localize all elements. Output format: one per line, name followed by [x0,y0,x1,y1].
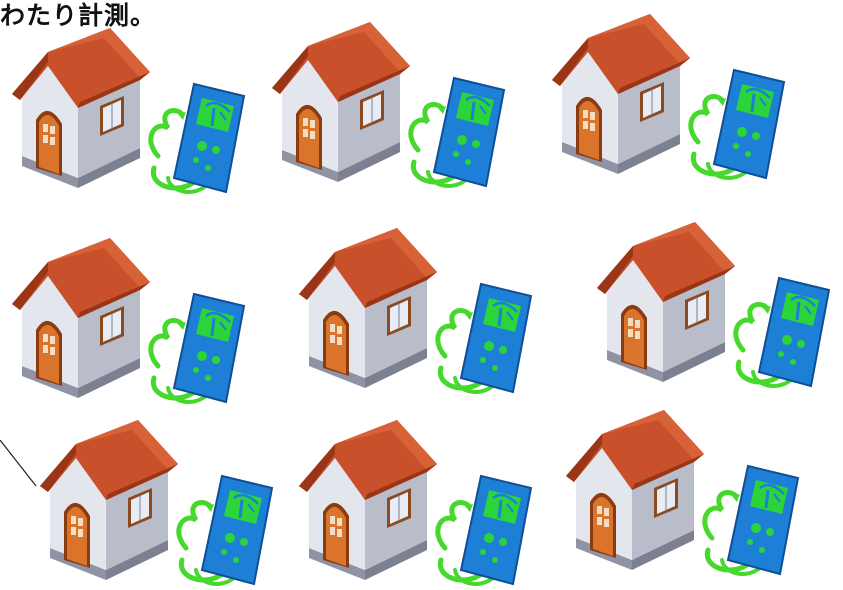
house-icon [40,420,178,580]
house-meter-1 [8,28,258,198]
house-meter-unit [8,238,258,408]
house-meter-unit [593,222,843,392]
house-icon [597,222,735,382]
house-meter-8 [295,420,545,590]
house-meter-7 [36,420,286,590]
house-icon [552,14,690,174]
house-meter-6 [593,222,843,392]
house-meter-unit [36,420,286,590]
house-meter-unit [8,28,258,198]
energy-meter-icon [411,78,504,186]
house-meter-unit [295,420,545,590]
house-meter-2 [268,22,518,192]
house-meter-unit [548,14,798,184]
energy-meter-icon [438,476,531,584]
house-meter-9 [562,410,812,580]
house-meter-3 [548,14,798,184]
energy-meter-icon [179,476,272,584]
house-icon [299,228,437,388]
house-icon [299,420,437,580]
energy-meter-icon [151,84,244,192]
energy-meter-icon [151,294,244,402]
house-meter-4 [8,238,258,408]
house-meter-unit [268,22,518,192]
house-meter-5 [295,228,545,398]
house-icon [566,410,704,570]
energy-meter-icon [691,70,784,178]
house-icon [12,28,150,188]
energy-meter-icon [736,278,829,386]
pointer-line [0,440,40,490]
house-icon [272,22,410,182]
energy-meter-icon [438,284,531,392]
house-meter-unit [562,410,812,580]
house-icon [12,238,150,398]
energy-meter-icon [705,466,798,574]
house-meter-unit [295,228,545,398]
